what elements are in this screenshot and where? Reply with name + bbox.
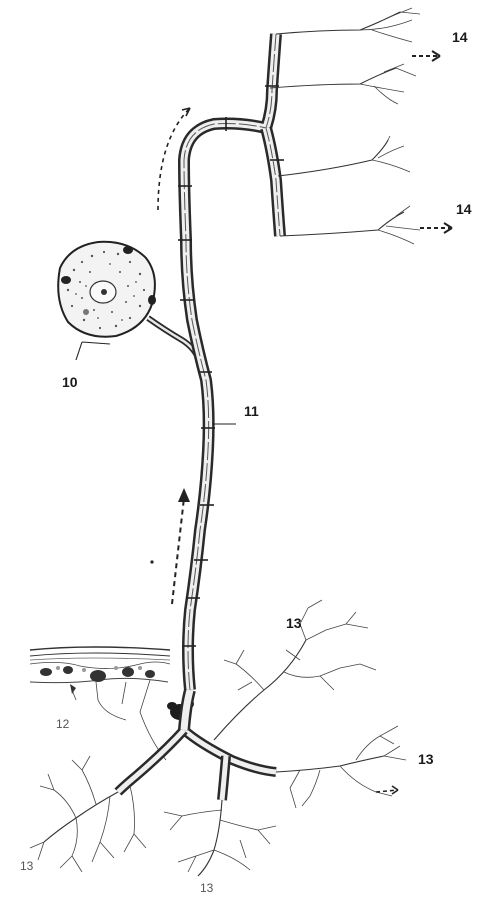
label-branch-bottom: 13 [200, 882, 213, 894]
axon [178, 34, 284, 690]
lower-dendrites [30, 600, 406, 876]
label-axon: 11 [244, 404, 259, 418]
label-cell-body: 10 [62, 375, 78, 389]
label-terminal-upper: 14 [452, 30, 468, 44]
label-terminal-lower: 14 [456, 202, 472, 216]
cell-body [58, 242, 156, 337]
label-branch-right: 13 [286, 616, 302, 630]
cell-body-callout [76, 342, 110, 360]
upper-terminals [270, 8, 452, 244]
label-branch-lower-right: 13 [418, 752, 434, 766]
label-skin-receptor: 12 [56, 718, 69, 730]
label-branch-lower-left: 13 [20, 860, 33, 872]
skin-tissue [30, 647, 170, 760]
